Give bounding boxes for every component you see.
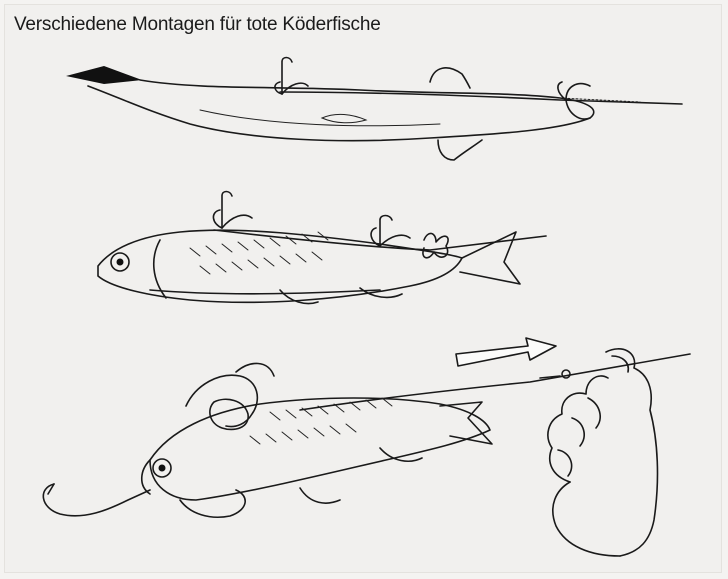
rig-3-threading: [43, 338, 690, 556]
rig-1-fish: [66, 58, 682, 161]
fish-lateral-line: [200, 110, 440, 126]
tail-fin-icon: [66, 66, 142, 84]
pelvic-fin-icon: [438, 140, 482, 160]
thumb: [612, 356, 628, 372]
treble-hook-icon: [213, 192, 252, 229]
hand-illustration: [606, 349, 657, 556]
fish-body-outline: [88, 80, 594, 141]
single-hook-icon: [43, 484, 150, 516]
rig-2-fish: [98, 192, 546, 304]
fingers: [558, 398, 600, 476]
fish-body-outline: [150, 398, 490, 500]
pelvic-fin-icon: [300, 488, 340, 503]
fish-mouth: [142, 460, 150, 494]
fish-body-outline: [98, 230, 462, 302]
fish-lateral-line: [150, 290, 380, 294]
arrow-icon: [456, 338, 556, 366]
gill-cover: [154, 240, 166, 298]
dorsal-fin-icon: [430, 68, 470, 88]
pectoral-fin-icon: [322, 114, 366, 122]
fishing-line: [300, 354, 690, 410]
treble-hook-icon: [371, 216, 410, 247]
hand-illustration: [186, 375, 257, 426]
